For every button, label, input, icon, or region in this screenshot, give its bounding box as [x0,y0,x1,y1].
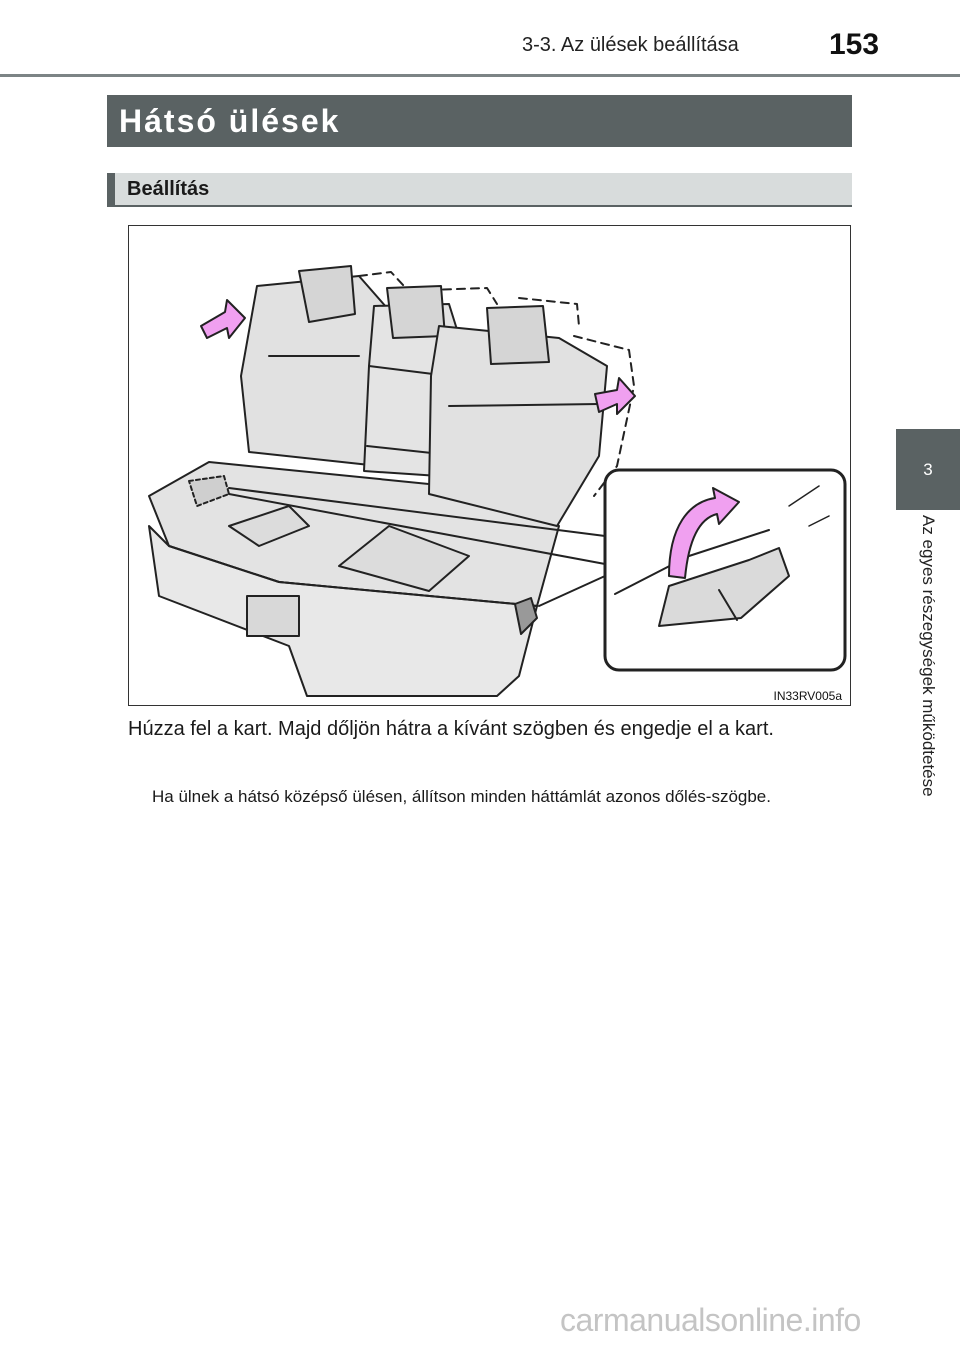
left-seatback [240,265,395,467]
figure-code: IN33RV005a [771,689,844,703]
subheading-accent [107,173,115,205]
right-seatback [428,305,608,527]
lever-detail-callout [603,468,847,672]
subheading-label: Beállítás [127,177,210,200]
rear-seat-illustration: IN33RV005a [128,225,851,706]
subheading-bar: Beállítás [107,173,852,207]
watermark: carmanualsonline.info [560,1302,861,1338]
chapter-tab: 3 [896,429,960,510]
note-text: Ha ülnek a hátsó középső ülésen, állítso… [152,787,771,806]
section-title-bar: Hátsó ülések [107,95,852,147]
running-header-section: 3-3. Az ülések beállítása [522,34,739,56]
header-divider [0,74,960,77]
chapter-title-vertical: Az egyes részegységek működtetése [919,515,938,797]
recline-arrows [200,299,636,415]
instruction-text: Húzza fel a kart. Majd dőljön hátra a kí… [128,718,774,740]
section-title: Hátsó ülések [119,102,341,139]
page-number: 153 [829,28,880,61]
chapter-number: 3 [923,459,933,479]
